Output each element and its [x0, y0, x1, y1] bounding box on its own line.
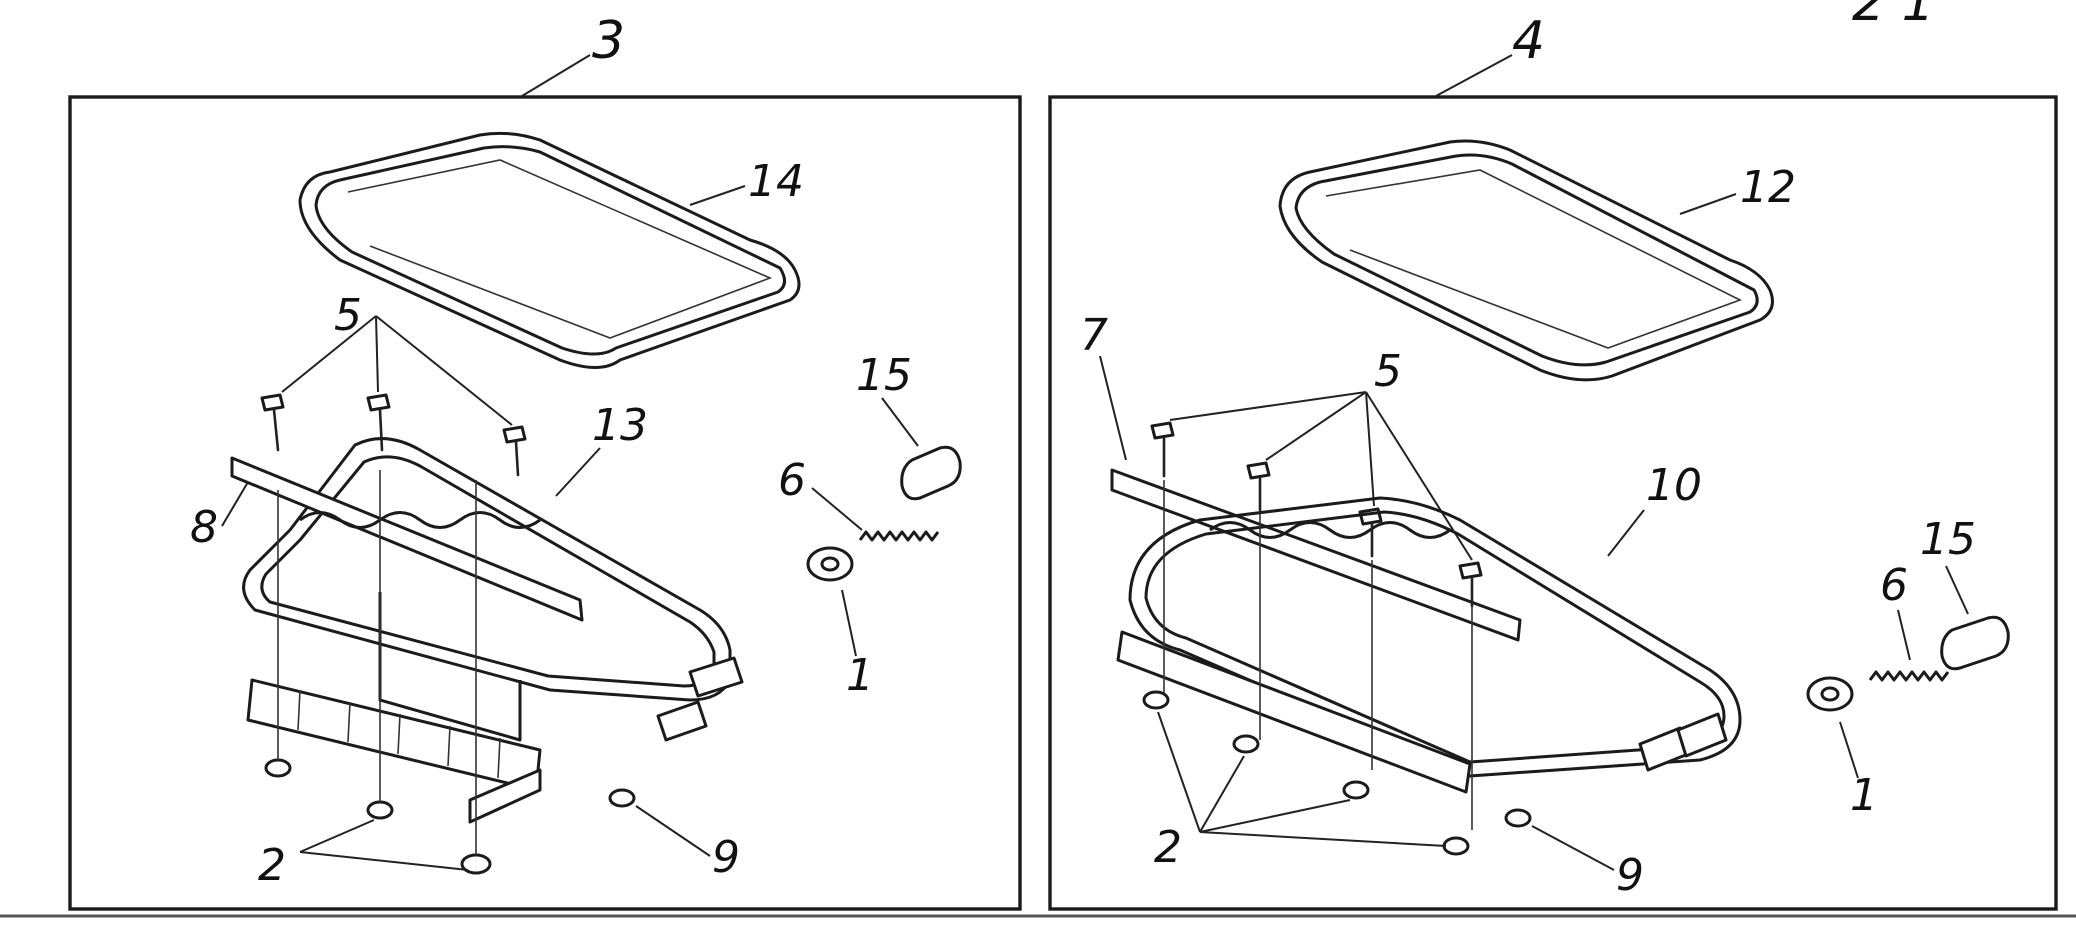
callout-cap: 15	[1920, 514, 1976, 565]
washer-part	[806, 546, 854, 582]
callout-nuts: 2	[258, 840, 286, 891]
cap-part	[1940, 615, 2010, 671]
nuts-part	[264, 470, 492, 875]
callout-washer: 1	[1850, 770, 1878, 821]
callout-spring: 6	[1880, 560, 1908, 611]
callout-outer-ring: 14	[748, 156, 804, 207]
callout-screws: 5	[334, 290, 362, 341]
callout-bracket: 7	[1080, 310, 1108, 361]
panel-frame	[68, 95, 1022, 911]
callout-washer: 1	[846, 650, 874, 701]
cap-part	[900, 445, 962, 501]
figure-number-label: 4	[1512, 11, 1545, 71]
figure-leader	[1435, 54, 1513, 97]
outer-ring-part	[298, 131, 801, 369]
small-nut-part	[1504, 808, 1532, 828]
inner-frame-part	[1128, 496, 1742, 778]
bracket-part	[1110, 468, 1522, 642]
callout-inner-frame: 10	[1646, 460, 1702, 511]
callout-nuts: 2	[1154, 822, 1182, 873]
callout-outer-ring: 12	[1740, 162, 1796, 213]
callout-small-nut: 9	[712, 832, 740, 883]
panel-figure-4: 4 12 7 5	[1048, 11, 2058, 911]
connector-part	[656, 656, 744, 742]
panel-frame	[1048, 95, 2058, 911]
callout-small-nut: 9	[1616, 850, 1644, 901]
page-corner-mark: 2 1	[1852, 0, 1935, 33]
screws-part	[260, 393, 527, 477]
small-nut-part	[608, 788, 636, 808]
callout-spring: 6	[778, 455, 806, 506]
figure-number-label: 3	[592, 11, 625, 71]
callout-bracket: 8	[190, 502, 218, 553]
callout-screws: 5	[1374, 346, 1402, 397]
lower-bar-part	[1116, 480, 1473, 830]
callout-cap: 15	[856, 350, 912, 401]
screws-part	[1150, 421, 1483, 608]
outer-ring-part	[1278, 139, 1774, 382]
callout-inner-frame: 13	[592, 400, 648, 451]
spring-part	[1868, 670, 1950, 682]
panel-figure-3: 3 14 5 13	[68, 11, 1022, 911]
washer-part	[1806, 676, 1854, 712]
spring-part	[858, 530, 940, 542]
connector-part	[1638, 712, 1728, 772]
lower-ladder-part	[246, 678, 542, 824]
figure-leader	[521, 54, 591, 97]
